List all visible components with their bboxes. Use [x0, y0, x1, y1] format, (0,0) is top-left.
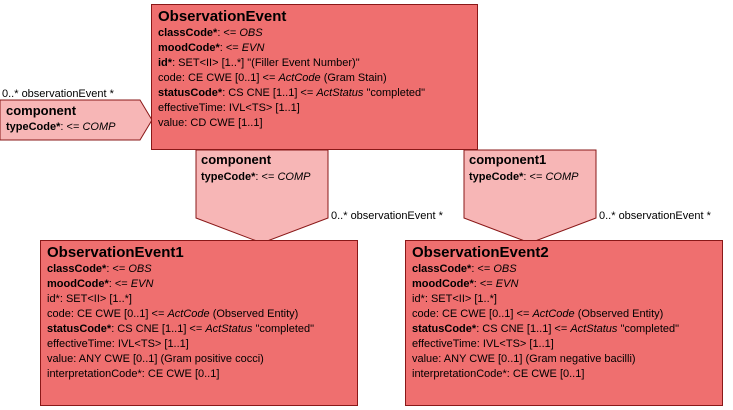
attribute-segment: ActCode [167, 308, 210, 320]
class-title: ObservationEvent1 [47, 244, 184, 261]
attribute-segment: moodCode* [412, 278, 474, 290]
attribute-segment: (Observed Entity) [209, 308, 299, 320]
attribute-segment: "completed" [617, 323, 680, 335]
attribute-segment: effectiveTime: IVL<TS> [1..1] [412, 338, 554, 350]
mid-participation-typecode: typeCode*: <= COMP [201, 171, 311, 183]
attribute-segment: code: CE CWE [0..1] <= [158, 72, 279, 84]
left-participation-typecode: typeCode*: <= COMP [6, 121, 116, 133]
attribute-line: value: ANY CWE [0..1] (Gram positive coc… [47, 352, 351, 367]
right-component-arrow [463, 149, 597, 244]
attribute-segment: ActCode [278, 72, 321, 84]
attribute-segment: statusCode* [158, 87, 223, 99]
attribute-segment: classCode* [47, 263, 107, 275]
attribute-segment: id*: SET<II> [1..*] [47, 293, 132, 305]
attribute-segment: id*: SET<II> [1..*] [412, 293, 497, 305]
attribute-line: interpretationCode*: CE CWE [0..1] [47, 367, 351, 382]
attribute-segment: "completed" [252, 323, 315, 335]
attribute-segment: value: ANY CWE [0..1] (Gram negative bac… [412, 353, 636, 365]
left-role-label: 0..* observationEvent * [2, 88, 114, 100]
left-component-arrow [0, 99, 153, 141]
attribute-segment: : <= [473, 278, 496, 290]
attribute-line: effectiveTime: IVL<TS> [1..1] [47, 337, 351, 352]
attribute-segment: EVN [495, 278, 519, 290]
attribute-line: moodCode*: <= EVN [47, 277, 351, 292]
attribute-line: code: CE CWE [0..1] <= ActCode (Observed… [412, 307, 716, 322]
attribute-segment: : <= [471, 263, 494, 275]
attribute-segment: effectiveTime: IVL<TS> [1..1] [47, 338, 189, 350]
attribute-line: effectiveTime: IVL<TS> [1..1] [158, 101, 471, 116]
attribute-line: classCode*: <= OBS [47, 262, 351, 277]
attribute-line: value: ANY CWE [0..1] (Gram negative bac… [412, 352, 716, 367]
mid-role-label: 0..* observationEvent * [331, 210, 443, 222]
attribute-line: statusCode*: CS CNE [1..1] <= ActStatus … [47, 322, 351, 337]
attribute-line: effectiveTime: IVL<TS> [1..1] [412, 337, 716, 352]
attribute-segment: "completed" [363, 87, 426, 99]
attribute-line: id*: SET<II> [1..*] [412, 292, 716, 307]
attribute-segment: EVN [130, 278, 154, 290]
attribute-segment: interpretationCode*: CE CWE [0..1] [47, 368, 220, 380]
attribute-segment: ActStatus [570, 323, 618, 335]
attribute-segment: effectiveTime: IVL<TS> [1..1] [158, 102, 300, 114]
attribute-segment: (Observed Entity) [574, 308, 664, 320]
attribute-line: interpretationCode*: CE CWE [0..1] [412, 367, 716, 382]
attribute-segment: statusCode* [47, 323, 112, 335]
attribute-segment: ActStatus [205, 323, 253, 335]
attribute-segment: (Gram Stain) [320, 72, 387, 84]
attribute-segment: OBS [239, 27, 263, 39]
right-participation-typecode: typeCode*: <= COMP [469, 171, 579, 183]
attribute-segment: ActCode [532, 308, 575, 320]
attribute-segment: : <= [219, 42, 242, 54]
attribute-segment: interpretationCode*: CE CWE [0..1] [412, 368, 585, 380]
right-participation-name: component1 [469, 152, 547, 167]
attribute-segment: : <= [217, 27, 240, 39]
attribute-line: moodCode*: <= EVN [412, 277, 716, 292]
attribute-segment: ActStatus [316, 87, 364, 99]
attribute-line: statusCode*: CS CNE [1..1] <= ActStatus … [412, 322, 716, 337]
attribute-line: classCode*: <= OBS [158, 26, 471, 41]
attribute-segment: : CS CNE [1..1] <= [111, 323, 206, 335]
attribute-segment: : <= [108, 278, 131, 290]
attribute-segment: value: CD CWE [1..1] [158, 117, 263, 129]
attribute-segment: moodCode* [158, 42, 220, 54]
attribute-line: code: CE CWE [0..1] <= ActCode (Observed… [47, 307, 351, 322]
attribute-line: moodCode*: <= EVN [158, 41, 471, 56]
attribute-segment: EVN [241, 42, 265, 54]
attribute-segment: classCode* [158, 27, 218, 39]
class-title: ObservationEvent [158, 8, 287, 25]
attribute-segment: : SET<II> [1..*] "(Filler Event Number)" [172, 57, 360, 69]
attribute-line: id*: SET<II> [1..*] [47, 292, 351, 307]
attribute-line: classCode*: <= OBS [412, 262, 716, 277]
attribute-segment: classCode* [412, 263, 472, 275]
attribute-segment: OBS [128, 263, 152, 275]
attribute-segment: OBS [493, 263, 517, 275]
attribute-segment: : CS CNE [1..1] <= [222, 87, 317, 99]
attribute-segment: : CS CNE [1..1] <= [476, 323, 571, 335]
attribute-line: code: CE CWE [0..1] <= ActCode (Gram Sta… [158, 71, 471, 86]
attribute-segment: : <= [106, 263, 129, 275]
left-participation-name: component [6, 103, 77, 118]
attribute-segment: statusCode* [412, 323, 477, 335]
attribute-segment: value: ANY CWE [0..1] (Gram positive coc… [47, 353, 264, 365]
attribute-segment: id* [158, 57, 173, 69]
class-title: ObservationEvent2 [412, 244, 549, 261]
attribute-segment: code: CE CWE [0..1] <= [412, 308, 533, 320]
mid-participation-name: component [201, 152, 272, 167]
mid-component-arrow [195, 149, 329, 244]
attribute-line: value: CD CWE [1..1] [158, 116, 471, 131]
attribute-segment: moodCode* [47, 278, 109, 290]
attribute-segment: code: CE CWE [0..1] <= [47, 308, 168, 320]
attribute-line: statusCode*: CS CNE [1..1] <= ActStatus … [158, 86, 471, 101]
attribute-line: id*: SET<II> [1..*] "(Filler Event Numbe… [158, 56, 471, 71]
right-role-label: 0..* observationEvent * [599, 210, 711, 222]
